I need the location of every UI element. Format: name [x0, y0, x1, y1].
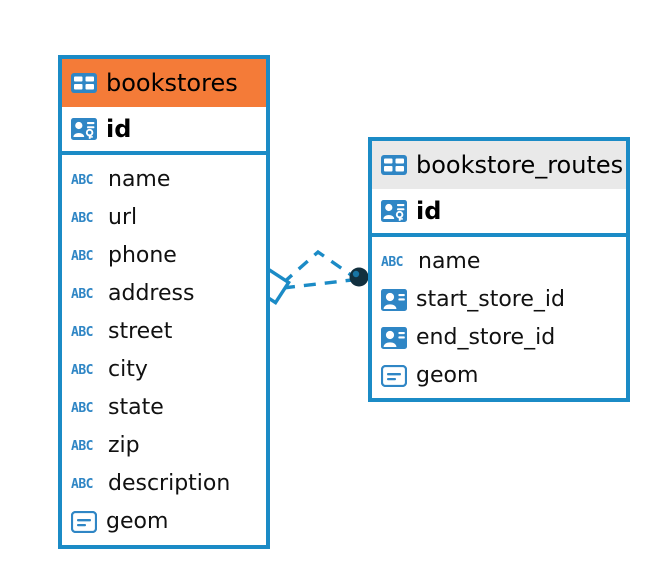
geometry-icon [381, 365, 407, 387]
field-row-name[interactable]: ABC name [372, 243, 626, 281]
field-label: end_store_id [416, 325, 556, 350]
field-label: geom [416, 363, 479, 388]
field-row-name[interactable]: ABC name [62, 161, 266, 199]
field-row-url[interactable]: ABC url [62, 199, 266, 237]
field-label: url [108, 205, 138, 230]
primary-key-icon [381, 200, 407, 222]
abc-text-icon: ABC [381, 254, 403, 270]
field-row-state[interactable]: ABC state [62, 389, 266, 427]
field-label: zip [108, 433, 140, 458]
abc-text-icon: ABC [71, 400, 93, 416]
foreign-key-icon [381, 327, 407, 349]
abc-text-icon: ABC [71, 172, 93, 188]
field-list-bookstore-routes: ABC name start_store_id [372, 237, 626, 401]
primary-key-icon [71, 118, 97, 140]
relationship-line-upper [281, 249, 355, 285]
relationship-line-lower [282, 278, 353, 290]
filled-circle-marker [349, 267, 369, 287]
entity-bookstore-routes[interactable]: bookstore_routes id ABC [368, 137, 630, 402]
abc-text-icon: ABC [71, 210, 93, 226]
entity-title: bookstores [106, 69, 238, 97]
entity-title: bookstore_routes [416, 151, 624, 179]
field-label: state [108, 395, 164, 420]
table-icon [381, 155, 407, 175]
field-label: phone [108, 243, 177, 268]
field-label: name [418, 249, 481, 274]
abc-text-icon: ABC [71, 438, 93, 454]
field-row-end-store-id[interactable]: end_store_id [372, 319, 626, 357]
primary-key-label: id [106, 115, 132, 143]
entity-bookstores[interactable]: bookstores id ABC [58, 55, 270, 549]
field-label: address [108, 281, 195, 306]
field-label: description [108, 471, 231, 496]
field-label: name [108, 167, 171, 192]
field-row-street[interactable]: ABC street [62, 313, 266, 351]
field-row-city[interactable]: ABC city [62, 351, 266, 389]
abc-text-icon: ABC [71, 248, 93, 264]
table-icon [71, 73, 97, 93]
abc-text-icon: ABC [71, 286, 93, 302]
abc-text-icon: ABC [71, 476, 93, 492]
field-row-geom[interactable]: geom [62, 503, 266, 541]
field-row-address[interactable]: ABC address [62, 275, 266, 313]
field-row-zip[interactable]: ABC zip [62, 427, 266, 465]
field-row-geom[interactable]: geom [372, 357, 626, 395]
foreign-key-icon [381, 289, 407, 311]
field-row-start-store-id[interactable]: start_store_id [372, 281, 626, 319]
entity-header-bookstore-routes[interactable]: bookstore_routes [372, 141, 626, 189]
field-label: city [108, 357, 148, 382]
field-row-description[interactable]: ABC description [62, 465, 266, 503]
field-row-id[interactable]: id [372, 189, 626, 237]
primary-key-label: id [416, 197, 442, 225]
field-label: start_store_id [416, 287, 565, 312]
field-row-id[interactable]: id [62, 107, 266, 155]
abc-text-icon: ABC [71, 362, 93, 378]
geometry-icon [71, 511, 97, 533]
field-label: geom [106, 509, 169, 534]
field-list-bookstores: ABC name ABC url ABC phone ABC [62, 155, 266, 547]
field-row-phone[interactable]: ABC phone [62, 237, 266, 275]
entity-header-bookstores[interactable]: bookstores [62, 59, 266, 107]
field-label: street [108, 319, 173, 344]
abc-text-icon: ABC [71, 324, 93, 340]
